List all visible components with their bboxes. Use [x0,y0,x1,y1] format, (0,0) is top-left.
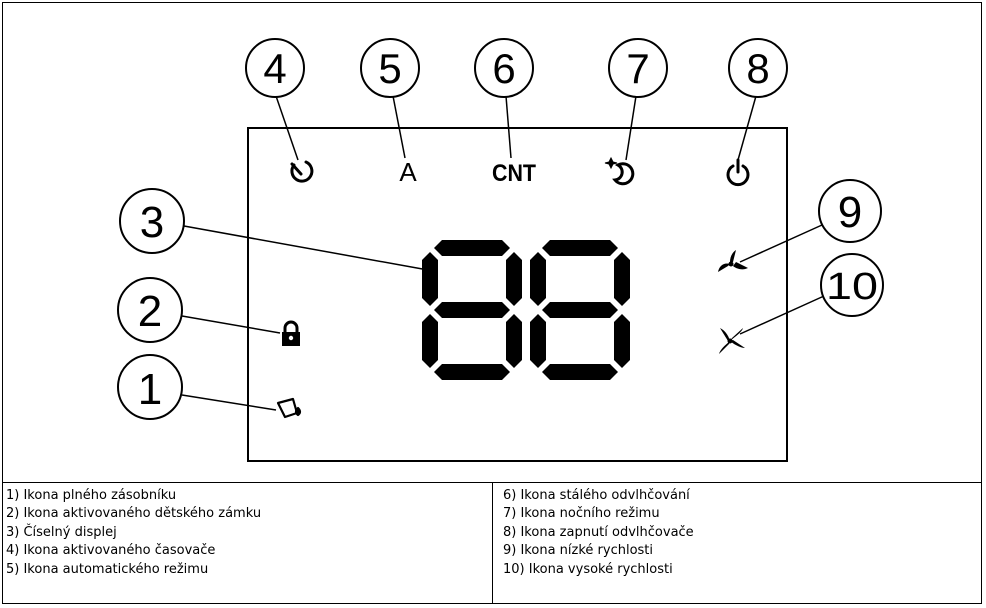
continuous-mode-symbol: CNT [492,160,536,187]
callout-circle-6: 6 [474,38,534,98]
lcd-diagram: 1 2 3 4 5 6 7 8 9 10 A CNT [117,38,884,462]
callout-number-1: 1 [138,365,162,414]
leader-lines [181,95,825,411]
low-speed-fan-icon [718,250,748,272]
callout-number-2: 2 [138,287,162,336]
callout-circle-3: 3 [119,188,185,254]
leader-line-9 [739,224,823,263]
segment-b [506,252,522,306]
segment-a [542,240,618,256]
leader-line-3 [183,225,429,271]
full-tank-icon [276,397,302,419]
digit-1 [422,240,522,380]
callout-number-9: 9 [838,188,862,237]
leader-line-8 [737,95,757,161]
night-mode-icon [604,156,635,186]
numeric-display [422,240,630,380]
legend-item-8: 8) Ikona zapnutí odvlhčovače [503,524,694,540]
digit-2 [530,240,630,380]
legend-item-9: 9) Ikona nízké rychlosti [503,543,654,559]
callout-circle-2: 2 [117,277,183,343]
leader-line-4 [275,95,299,161]
callout-circle-5: 5 [360,38,420,98]
callout-circle-1: 1 [117,354,183,420]
display-panel [247,127,788,462]
legend-item-1: 1) Ikona plného zásobníku [6,488,177,503]
auto-mode-symbol: A [399,157,417,187]
leader-line-10 [739,295,825,335]
callout-number-7: 7 [626,45,649,92]
callout-circle-9: 9 [818,179,882,243]
legend-item-10: 10) Ikona vysoké rychlosti [503,561,673,577]
legend-item-5: 5) Ikona automatického režimu [6,561,209,577]
legend-item-7: 7) Ikona nočního režimu [503,506,660,522]
leader-line-7 [625,95,637,161]
segment-g [542,302,618,318]
segment-d [434,364,510,380]
leader-line-6 [505,95,512,159]
segment-b [614,252,630,306]
callout-circle-4: 4 [245,38,305,98]
callout-number-10: 10 [826,266,878,308]
callout-number-5: 5 [378,45,401,92]
legend-table: 1) Ikona plného zásobníku 2) Ikona aktiv… [2,482,982,604]
leader-line-1 [181,394,277,411]
callout-number-3: 3 [140,198,164,247]
child-lock-icon [282,320,300,346]
leader-line-5 [392,95,406,159]
legend-item-6: 6) Ikona stálého odvlhčování [503,488,690,503]
timer-icon [290,160,314,183]
callout-number-6: 6 [492,45,515,92]
segment-e [422,314,438,368]
legend-item-4: 4) Ikona aktivovaného časovače [6,543,216,559]
segment-f [530,252,546,306]
segment-d [542,364,618,380]
leader-line-2 [181,315,281,334]
high-speed-fan-icon [719,328,745,354]
callout-circle-8: 8 [728,38,788,98]
segment-e [530,314,546,368]
callout-number-4: 4 [263,45,286,92]
callout-circle-7: 7 [608,38,668,98]
legend-column-right: 6) Ikona stálého odvlhčování 7) Ikona no… [492,483,982,604]
segment-c [614,314,630,368]
segment-f [422,252,438,306]
segment-c [506,314,522,368]
legend-column-left: 1) Ikona plného zásobníku 2) Ikona aktiv… [2,483,492,604]
legend-item-2: 2) Ikona aktivovaného dětského zámku [6,506,262,522]
segment-a [434,240,510,256]
segment-g [434,302,510,318]
legend-item-3: 3) Číselný displej [6,524,117,540]
power-icon [726,158,750,187]
callout-circle-10: 10 [820,253,884,317]
callout-number-8: 8 [746,45,769,92]
